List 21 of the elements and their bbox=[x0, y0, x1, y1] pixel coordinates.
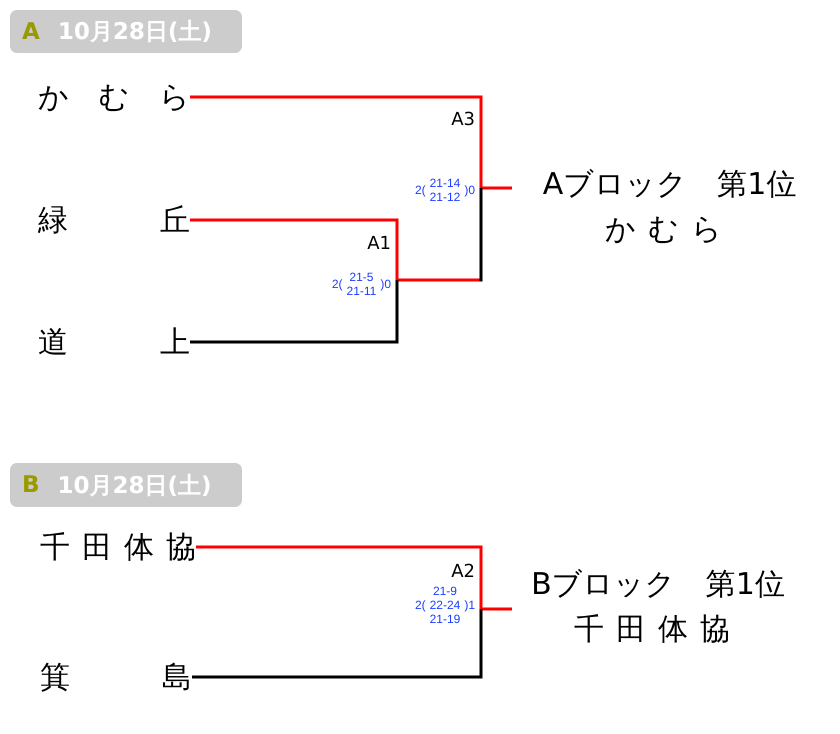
bracket-line bbox=[190, 218, 398, 232]
winner-title: Aブロック 第1位 bbox=[542, 166, 798, 204]
team-name: 箕島 bbox=[40, 657, 192, 697]
bracket-line bbox=[480, 108, 512, 190]
bracket-line bbox=[196, 546, 482, 560]
winner-name: 千田体協 bbox=[573, 611, 743, 649]
match-label: A1 bbox=[367, 232, 391, 256]
winner-name: かむら bbox=[604, 211, 735, 249]
match-label: A2 bbox=[451, 560, 475, 584]
score-text: 2( 21-9 22-24 21-19 )1 bbox=[414, 584, 475, 626]
team-name: かむら bbox=[38, 77, 190, 117]
bracket-line bbox=[480, 560, 512, 610]
team-name: 道上 bbox=[38, 322, 190, 362]
bracket-line bbox=[190, 300, 398, 344]
team-name: 緑丘 bbox=[38, 200, 190, 240]
match-label: A3 bbox=[451, 108, 475, 132]
bracket-line bbox=[396, 205, 482, 282]
winner-title: Bブロック 第1位 bbox=[530, 566, 786, 604]
bracket-line bbox=[192, 640, 482, 678]
bracket-line bbox=[190, 96, 482, 108]
team-name: 千田体協 bbox=[40, 527, 196, 567]
